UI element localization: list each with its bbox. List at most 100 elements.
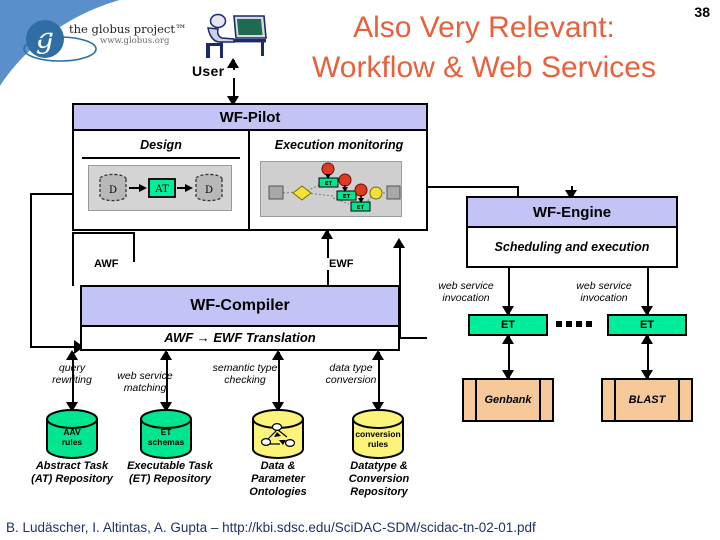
wf-compiler-box[interactable]: WF-Compiler AWF → EWF Translation: [80, 285, 400, 351]
source-box-blast[interactable]: BLAST: [601, 378, 693, 422]
edge-label-ewf: EWF: [327, 258, 356, 270]
cf3-line1: semantic type: [212, 362, 278, 374]
globus-logo-ball: [26, 20, 64, 58]
wf-pilot-title: WF-Pilot: [74, 105, 426, 131]
rc2-line1: ET: [160, 427, 172, 437]
connector-engine-to-et-2: [647, 268, 649, 314]
arrowhead-engine-to-et2-icon: [641, 306, 653, 316]
cf2-line2: matching: [123, 382, 167, 395]
arrowhead-et2-up-icon: [641, 334, 653, 344]
svg-text:AT: AT: [154, 184, 169, 195]
arrowhead-engine-to-et1-icon: [502, 306, 514, 316]
connector-et2-to-blast: [647, 336, 649, 378]
repository-cylinder-2[interactable]: ET schemas: [138, 409, 194, 459]
et-service-box-1[interactable]: ET: [468, 314, 548, 336]
user-label: User: [192, 63, 225, 79]
arrowhead-pilot-bottom-icon: [321, 229, 333, 239]
et-service-box-2[interactable]: ET: [607, 314, 687, 336]
source-box-genbank[interactable]: Genbank: [462, 378, 554, 422]
arrowhead-et1-down-icon: [502, 370, 514, 380]
svg-text:D: D: [109, 185, 117, 196]
wsi-2-line2: invocation: [580, 292, 628, 305]
wf-engine-subtitle: Scheduling and execution: [494, 239, 650, 254]
cf4-line2: conversion: [325, 374, 377, 387]
connector-awf-down-to-design: [133, 232, 135, 262]
wf-engine-title: WF-Engine: [468, 198, 676, 228]
wf-pilot-body: Design D AT: [74, 131, 426, 229]
edge-label-awf: AWF: [92, 258, 121, 270]
design-diagram: D AT D: [88, 165, 232, 211]
svg-text:ET: ET: [357, 205, 365, 211]
ellipsis-dots: [556, 321, 592, 327]
arrowhead-repo4-down-icon: [372, 402, 384, 412]
arrowhead-repo3-down-icon: [272, 402, 284, 412]
connector-compiler-to-repo-3: [278, 352, 280, 410]
arrowhead-repo2-down-icon: [160, 402, 172, 412]
rcap3-line1: Data &: [260, 460, 296, 472]
rcap2-line1: Executable Task: [127, 460, 213, 472]
rcap4-line2: Conversion: [348, 473, 410, 486]
connector-left-to-compiler: [30, 346, 82, 348]
arrowhead-repo4-up-icon: [372, 350, 384, 360]
svg-text:D: D: [205, 185, 213, 196]
wf-pilot-box[interactable]: WF-Pilot Design D AT: [72, 103, 428, 231]
rcap1-line1: Abstract Task: [35, 460, 109, 472]
connector-engine-to-monitoring-riser: [517, 186, 519, 198]
monitoring-pane-title: Execution monitoring: [274, 138, 404, 152]
connector-left-to-design: [30, 193, 92, 195]
repository-cylinder-1[interactable]: AAV rules: [44, 409, 100, 459]
wf-compiler-title: WF-Compiler: [82, 287, 398, 327]
wsi-2-line1: web service: [576, 280, 632, 292]
connector-et1-to-genbank: [508, 336, 510, 378]
svg-text:ET: ET: [325, 181, 333, 187]
repository-caption-4: Datatype & Conversion Repository: [336, 460, 422, 500]
page-title: Also Very Relevant: Workflow & Web Servi…: [258, 8, 710, 87]
rcap3-line2: Parameter: [251, 473, 305, 486]
rc1-line2: rules: [61, 436, 83, 447]
repository-cylinder-3[interactable]: [250, 409, 306, 459]
compiler-function-label-1: query rewriting: [28, 362, 116, 386]
compiler-function-label-2: web service matching: [100, 370, 190, 394]
globus-logo-name: the globus project™: [69, 22, 187, 36]
label-web-service-invocation-2: web service invocation: [566, 280, 642, 304]
slide-number: 38: [694, 4, 710, 20]
connector-ewf-vertical: [399, 242, 401, 338]
connector-engine-to-monitoring: [399, 186, 519, 188]
wsi-1-line1: web service: [438, 280, 494, 292]
svg-text:ET: ET: [343, 194, 351, 200]
compiler-function-label-4: data type conversion: [306, 362, 396, 386]
cf2-line1: web service: [117, 370, 173, 382]
page-title-line2: Workflow & Web Services: [312, 50, 656, 84]
rc4-line1: conversion: [355, 429, 401, 439]
arrowhead-engine-top-icon: [565, 190, 577, 200]
globus-logo-ring-icon: [23, 36, 97, 62]
cf3-line2: checking: [224, 374, 266, 387]
connector-compiler-to-repo-4: [378, 352, 380, 410]
connector-compiler-to-repo-2: [166, 352, 168, 410]
cf4-line1: data type: [329, 362, 373, 374]
rc1-line1: AAV: [63, 427, 81, 437]
repository-cylinder-4[interactable]: conversion rules: [350, 409, 406, 459]
repository-cylinder-1-label: AAV rules: [44, 427, 100, 448]
arrowhead-repo1-down-icon: [66, 402, 78, 412]
connector-left-vertical: [30, 193, 32, 348]
arrowhead-pilot-to-user-icon: [227, 58, 239, 68]
arrowhead-et1-up-icon: [502, 334, 514, 344]
wf-pilot-divider: [248, 131, 250, 229]
user-at-computer-icon: [200, 12, 270, 62]
rc4-line2: rules: [367, 438, 389, 449]
label-web-service-invocation-1: web service invocation: [428, 280, 504, 304]
arrowhead-repo2-up-icon: [160, 350, 172, 360]
repository-cylinder-4-label: conversion rules: [350, 429, 406, 450]
connector-compiler-to-repo-1: [72, 352, 74, 410]
connector-awf-horizontal: [72, 232, 134, 234]
connector-engine-to-et-1: [508, 268, 510, 314]
wf-engine-box[interactable]: WF-Engine Scheduling and execution: [466, 196, 678, 268]
rcap4-line3: Repository: [350, 486, 408, 499]
compiler-function-label-3: semantic type checking: [196, 362, 294, 386]
rcap3-line3: Ontologies: [249, 486, 307, 499]
globus-logo: g the globus project™ www.globus.org: [22, 14, 187, 64]
arrowhead-repo3-up-icon: [272, 350, 284, 360]
wsi-1-line2: invocation: [442, 292, 490, 305]
